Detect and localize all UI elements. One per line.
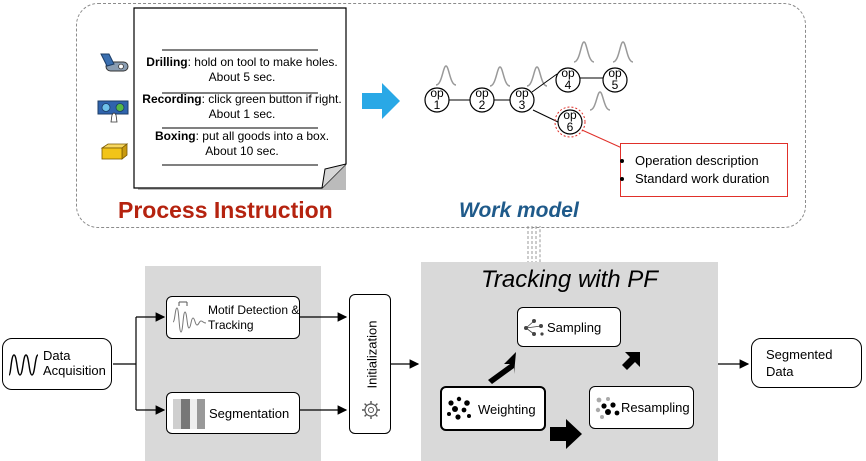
op-number: 1 [433, 98, 441, 112]
waveform-icon [8, 354, 39, 376]
step-name: Boxing [154, 129, 196, 143]
instruction-step-boxing: Boxing: put all goods into a box. About … [136, 129, 348, 159]
segmented-data-box: Segmented Data [751, 338, 862, 388]
work-model-graph [424, 41, 634, 149]
segmented-data-label: Segmented Data [766, 347, 833, 379]
instruction-step-drilling: Drilling: hold on tool to make holes. Ab… [136, 55, 348, 85]
step-text: : hold on tool to make holes. [187, 55, 338, 69]
step-text: : click green button if right. [201, 92, 342, 106]
op-number: 2 [478, 98, 486, 112]
op-label: op [561, 66, 575, 80]
resampling-label: Resampling [621, 400, 690, 415]
op-label: op [430, 86, 444, 100]
sampling-particles-icon [524, 319, 544, 336]
traffic-button-icon [97, 100, 129, 123]
sampling-box: Sampling [517, 307, 621, 347]
op-label: op [608, 66, 622, 80]
op-number: 5 [611, 78, 619, 92]
op-label: op [475, 86, 489, 100]
work-model-title: Work model [459, 199, 579, 222]
callout-item: Standard work duration [635, 170, 787, 188]
data-acquisition-label: Data Acquisition [43, 348, 106, 378]
callout-item: Operation description [635, 152, 787, 170]
instruction-paper [133, 7, 347, 190]
segmentation-bars-icon [173, 399, 205, 429]
drill-icon [100, 53, 129, 72]
gear-icon [362, 401, 380, 419]
data-acquisition-box: Data Acquisition [2, 338, 112, 390]
step-name: Drilling [146, 55, 188, 69]
weighting-box: Weighting [440, 386, 546, 431]
step-name: Recording [142, 92, 202, 106]
motif-detection-box: Motif Detection & Tracking [166, 296, 300, 339]
resampling-box: Resampling [589, 386, 694, 429]
box-icon [100, 143, 129, 160]
op-number: 6 [566, 120, 574, 134]
op-label: op [515, 86, 529, 100]
right-arrow-icon [362, 83, 400, 119]
weighting-particles-icon [447, 396, 471, 420]
process-instruction-title: Process Instruction [118, 197, 333, 223]
step-duration: About 5 sec. [208, 70, 276, 84]
segmentation-box: Segmentation [166, 392, 300, 434]
weighting-label: Weighting [478, 402, 536, 417]
motif-waveform-icon [172, 301, 207, 333]
tracking-panel-title: Tracking with PF [481, 266, 658, 293]
step-text: : put all goods into a box. [195, 129, 330, 143]
op-number: 3 [518, 98, 526, 112]
step-duration: About 1 sec. [208, 107, 276, 121]
step-duration: About 10 sec. [205, 144, 279, 158]
instruction-step-recording: Recording: click green button if right. … [136, 92, 348, 122]
initialization-box: Initialization [349, 294, 391, 434]
op-label: op [563, 108, 577, 122]
segmentation-label: Segmentation [209, 406, 290, 421]
resampling-particles-icon [595, 397, 620, 419]
sampling-label: Sampling [547, 320, 602, 335]
operation-callout: Operation description Standard work dura… [620, 143, 788, 197]
initialization-label: Initialization [364, 320, 380, 389]
top-panel [76, 3, 806, 228]
op-number: 4 [564, 78, 572, 92]
motif-detection-label: Motif Detection & Tracking [208, 303, 300, 332]
